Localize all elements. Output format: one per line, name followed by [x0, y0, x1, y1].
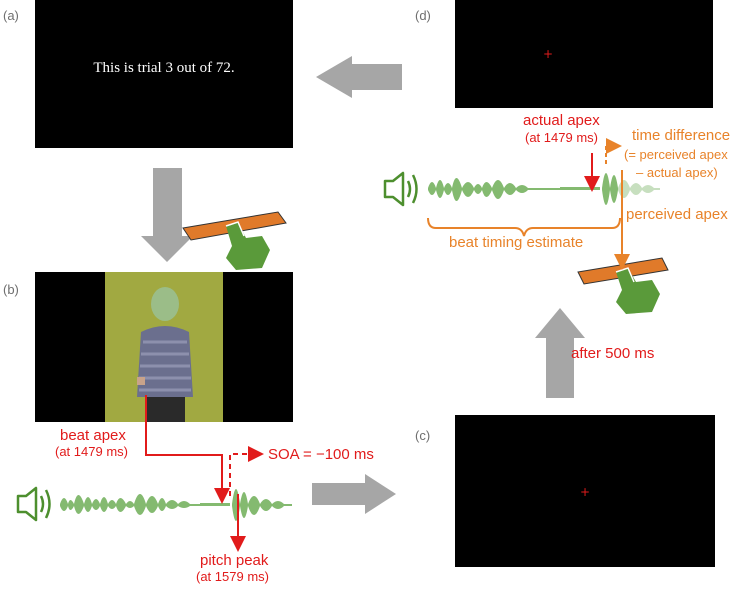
time-difference-def-2: – actual apex): [636, 165, 718, 180]
beat-apex-connector: [145, 395, 230, 504]
panel-label-a: (a): [3, 8, 19, 23]
time-difference-connector: [605, 138, 622, 164]
pitch-peak-label: pitch peak: [200, 552, 269, 569]
panel-label-b: (b): [3, 282, 19, 297]
speaker-icon-b: [16, 486, 51, 522]
actual-apex-time: (at 1479 ms): [525, 130, 598, 145]
after-500ms-label: after 500 ms: [571, 345, 655, 362]
fixation-cross-c: +: [579, 485, 591, 499]
fixation-screen-d: +: [455, 0, 713, 108]
audio-waveform-d: [428, 173, 660, 205]
perceived-apex-label: perceived apex: [626, 206, 728, 223]
speaker-video-frame: [105, 272, 223, 422]
speaker-icon-d: [383, 171, 418, 207]
beat-timing-brace: [427, 217, 621, 237]
time-difference-def-1: (= perceived apex: [624, 147, 728, 162]
hand-pointer-icon-top: [225, 221, 270, 270]
beat-apex-label: beat apex: [60, 427, 126, 444]
beat-apex-time: (at 1479 ms): [55, 444, 128, 459]
panel-label-c: (c): [415, 428, 431, 443]
trial-text: This is trial 3 out of 72.: [93, 60, 235, 76]
beat-timing-estimate-label: beat timing estimate: [449, 234, 584, 251]
flow-arrow-icon-b-to-c: [312, 474, 396, 514]
fixation-cross-d: +: [542, 47, 554, 61]
audio-waveform-b: [60, 489, 292, 521]
fixation-screen-c: +: [455, 415, 715, 567]
actual-apex-label: actual apex: [523, 112, 600, 129]
flow-arrow-icon-a-to-b: [141, 168, 193, 262]
flow-arrow-icon-d-to-a: [316, 56, 402, 98]
trial-screen: This is trial 3 out of 72.: [35, 0, 293, 148]
time-difference-label: time difference: [632, 127, 731, 144]
flow-arrow-icon-c-to-d: [535, 308, 585, 398]
soa-label: SOA = −100 ms: [268, 446, 374, 463]
pitch-peak-time: (at 1579 ms): [196, 569, 269, 584]
panel-label-d: (d): [415, 8, 431, 23]
soa-connector: [229, 446, 264, 496]
video-screen: [35, 272, 293, 422]
